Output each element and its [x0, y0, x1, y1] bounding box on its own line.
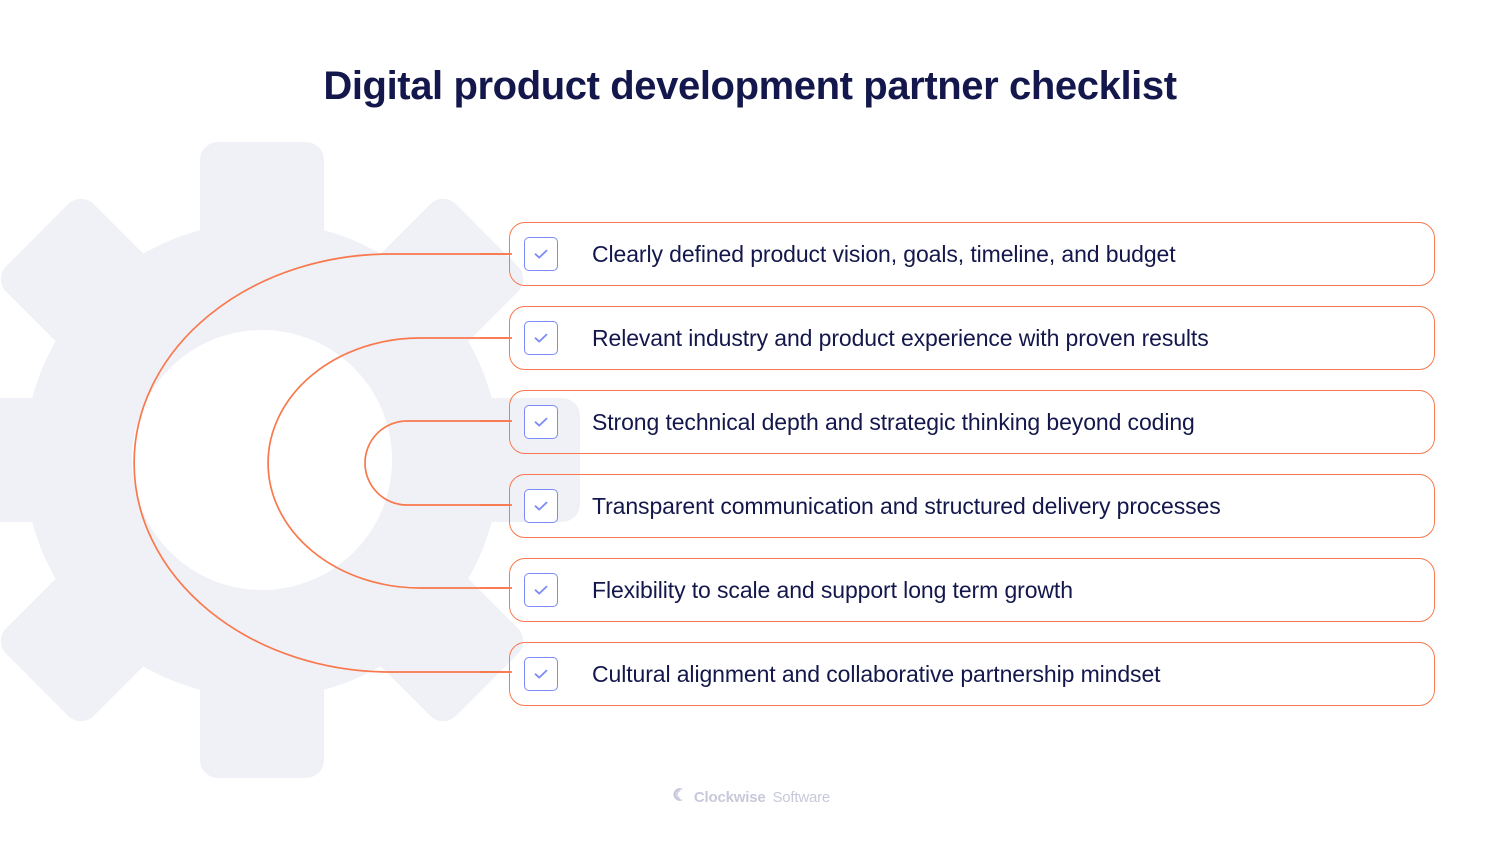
checklist-item-label: Relevant industry and product experience… — [592, 324, 1209, 351]
footer-brand-name: Clockwise — [693, 788, 766, 806]
checklist: Clearly defined product vision, goals, t… — [509, 222, 1435, 706]
checklist-item[interactable]: Flexibility to scale and support long te… — [509, 558, 1435, 622]
checkbox-checked-icon[interactable] — [524, 657, 558, 691]
checklist-item-label: Flexibility to scale and support long te… — [592, 576, 1073, 603]
checkbox-checked-icon[interactable] — [524, 405, 558, 439]
checklist-item-label: Clearly defined product vision, goals, t… — [592, 240, 1176, 267]
footer-logo: Clockwise Software — [0, 786, 1500, 808]
page-title: Digital product development partner chec… — [323, 64, 1177, 108]
checklist-item-label: Strong technical depth and strategic thi… — [592, 408, 1195, 435]
checkbox-checked-icon[interactable] — [524, 321, 558, 355]
checklist-item[interactable]: Cultural alignment and collaborative par… — [509, 642, 1435, 706]
connector-middle — [267, 337, 509, 589]
connector-curves — [133, 253, 512, 673]
checklist-item[interactable]: Strong technical depth and strategic thi… — [509, 390, 1435, 454]
checklist-item-label: Transparent communication and structured… — [592, 492, 1221, 519]
connector-outer — [133, 253, 509, 673]
checklist-item[interactable]: Clearly defined product vision, goals, t… — [509, 222, 1435, 286]
footer-brand-suffix: Software — [772, 788, 831, 806]
checkbox-checked-icon[interactable] — [524, 489, 558, 523]
clockwise-logo-icon — [670, 786, 687, 808]
checklist-item[interactable]: Transparent communication and structured… — [509, 474, 1435, 538]
connector-inner — [364, 420, 509, 506]
checklist-item-label: Cultural alignment and collaborative par… — [592, 660, 1161, 687]
checklist-item[interactable]: Relevant industry and product experience… — [509, 306, 1435, 370]
checkbox-checked-icon[interactable] — [524, 573, 558, 607]
checkbox-checked-icon[interactable] — [524, 237, 558, 271]
